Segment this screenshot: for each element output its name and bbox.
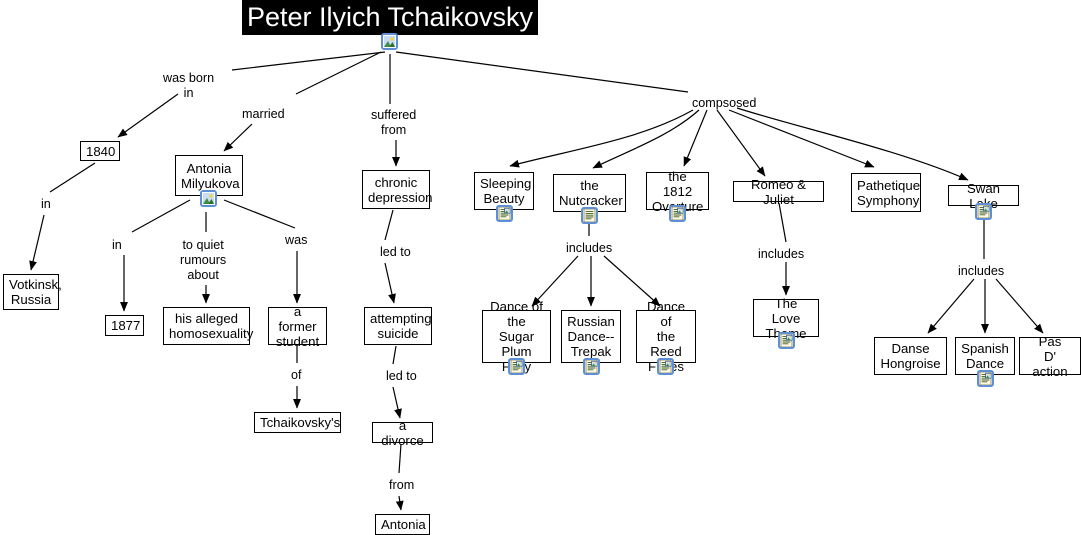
node-overture_1812[interactable]: the 1812Overture	[646, 169, 709, 214]
edge-label-in-votkinsk[interactable]: in	[41, 197, 51, 211]
edge-ledto-suicide	[384, 262, 396, 304]
edge-root-was-born	[231, 51, 386, 71]
node-label: Romeo & Juliet	[751, 176, 806, 207]
edge-root-married	[295, 51, 382, 95]
document-image-icon[interactable]	[778, 332, 795, 349]
node-a_divorce[interactable]: a divorce	[372, 418, 433, 448]
edge-composed-sleeping-beauty	[509, 109, 694, 168]
edge-label-led-to-2[interactable]: led to	[386, 369, 417, 383]
edge-from-antonia	[395, 495, 404, 511]
document-image-icon[interactable]	[508, 358, 525, 375]
node-label: Tchaikovsky's	[260, 415, 341, 430]
document-image-icon[interactable]	[496, 205, 513, 222]
edge-antonia-in	[131, 199, 191, 233]
edge-label-of[interactable]: of	[291, 368, 302, 382]
node-swan_lake[interactable]: Swan Lake	[948, 181, 1019, 211]
edge-romeo-includes	[778, 202, 787, 243]
edge-in-votkinsk	[29, 214, 45, 271]
edge-composed-swan-lake	[736, 107, 969, 181]
edge-married-antonia	[223, 123, 253, 152]
node-label: Votkinsk,Russia	[9, 277, 62, 307]
document-image-icon[interactable]	[975, 203, 992, 220]
node-label: 1877	[111, 318, 141, 333]
edge-ledto-divorce	[392, 386, 402, 419]
node-tchaikovskys[interactable]: Tchaikovsky's	[254, 412, 341, 433]
document-icon[interactable]	[581, 207, 598, 224]
edge-composed-nutcracker	[592, 109, 700, 169]
edge-composed-romeo	[716, 109, 766, 177]
image-icon[interactable]	[381, 33, 398, 50]
edge-includes-hongroise	[927, 278, 975, 334]
edge-includes-pasdaction	[995, 278, 1044, 334]
document-image-icon[interactable]	[657, 358, 674, 375]
edge-depression-ledto	[384, 209, 394, 241]
edge-root-composed	[395, 51, 689, 93]
node-votkinsk[interactable]: Votkinsk,Russia	[3, 274, 62, 310]
node-year_1840[interactable]: 1840	[80, 141, 120, 161]
edge-label-in-1877[interactable]: in	[112, 238, 122, 252]
node-label: the 1812Overture	[652, 168, 703, 214]
node-year_1877[interactable]: 1877	[105, 315, 144, 336]
edge-label-to-quiet-rumours[interactable]: to quiet rumours about	[180, 238, 227, 282]
node-love_theme[interactable]: The LoveTheme	[753, 296, 819, 341]
edge-label-was-born-in[interactable]: was born in	[163, 71, 215, 100]
edge-label-led-to-1[interactable]: led to	[380, 245, 411, 259]
node-antonia[interactable]: Antonia	[375, 514, 430, 535]
edge-antonia-was	[223, 199, 296, 229]
edge-label-includes-romeo[interactable]: includes	[758, 247, 805, 261]
edge-suicide-ledto	[392, 345, 397, 365]
document-image-icon[interactable]	[669, 205, 686, 222]
document-image-icon[interactable]	[977, 370, 994, 387]
edge-composed-1812	[683, 109, 708, 167]
edge-label-compsosed[interactable]: compsosed	[692, 96, 757, 110]
document-image-icon[interactable]	[583, 358, 600, 375]
edge-divorce-from	[398, 443, 402, 474]
edge-label-was[interactable]: was	[285, 233, 308, 247]
image-icon[interactable]	[200, 190, 217, 207]
node-romeo_juliet[interactable]: Romeo & Juliet	[733, 177, 824, 207]
node-label: The LoveTheme	[765, 295, 806, 341]
edge-label-from[interactable]: from	[389, 478, 415, 492]
node-label: Antonia	[381, 517, 426, 532]
edge-label-suffered-from[interactable]: suffered from	[371, 108, 417, 137]
edge-label-married[interactable]: married	[242, 107, 285, 121]
edge-label-includes-swan[interactable]: includes	[958, 264, 1005, 278]
node-label: 1840	[86, 143, 116, 159]
node-label: a divorce	[381, 417, 424, 448]
edge-label-includes-nutcracker[interactable]: includes	[566, 241, 613, 255]
edge-1840-in	[49, 162, 96, 193]
edge-composed-pathetique	[728, 109, 875, 168]
page-title: Peter Ilyich Tchaikovsky	[242, 0, 538, 35]
